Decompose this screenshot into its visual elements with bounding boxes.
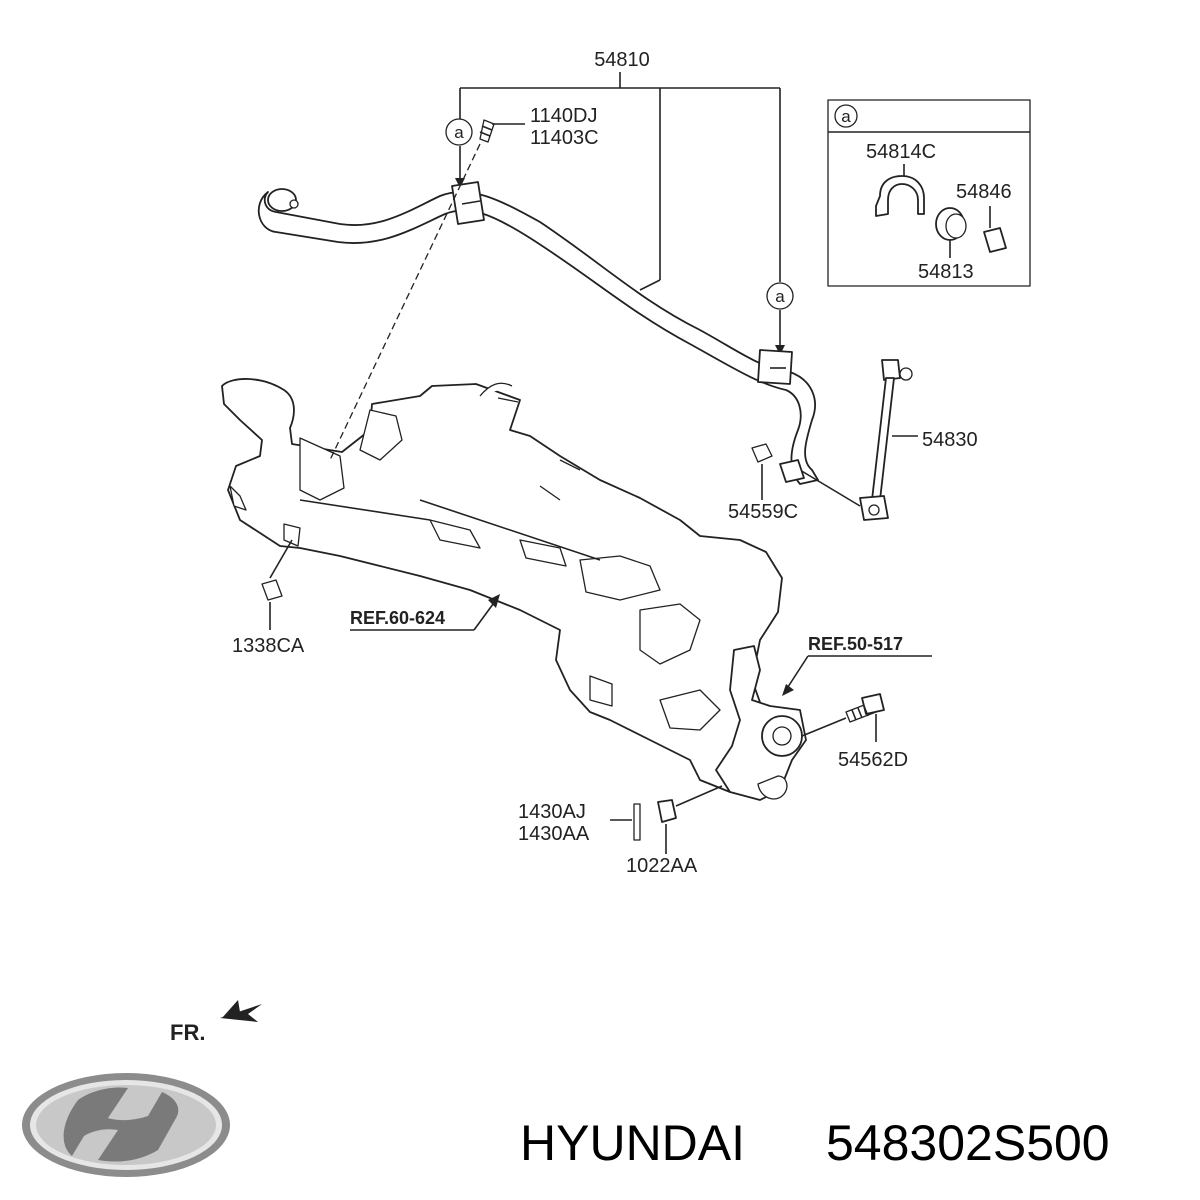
subframe bbox=[221, 378, 783, 793]
nut-icon bbox=[751, 443, 805, 500]
hyundai-logo-icon bbox=[22, 1073, 230, 1177]
part-number: 548302S500 bbox=[826, 1115, 1110, 1171]
label-bushing-small: 54846 bbox=[956, 181, 1012, 203]
stabilizer-bar bbox=[257, 181, 819, 485]
label-ref-subframe: REF.60-624 bbox=[350, 608, 445, 628]
label-bushing-clamp: 54814C bbox=[866, 141, 936, 163]
svg-text:a: a bbox=[454, 123, 464, 142]
stabilizer-link bbox=[799, 359, 918, 521]
brand-name: HYUNDAI bbox=[520, 1115, 745, 1171]
label-nut-ball: 1022AA bbox=[626, 855, 698, 877]
label-pin-b: 1430AA bbox=[518, 823, 590, 845]
cotter-pin-icon bbox=[610, 803, 641, 841]
label-nut-subframe: 1338CA bbox=[232, 635, 305, 657]
label-nut-link: 54559C bbox=[728, 501, 798, 523]
nut-icon bbox=[261, 539, 293, 630]
front-direction-label: FR. bbox=[170, 1020, 205, 1045]
castle-nut-icon bbox=[657, 785, 723, 854]
assembly-bracket bbox=[455, 72, 785, 355]
detail-box: a bbox=[827, 99, 1031, 287]
detail-marker-right: a bbox=[766, 282, 794, 310]
label-ref-knuckle: REF.50-517 bbox=[808, 634, 903, 654]
label-bolt-b: 11403C bbox=[530, 127, 599, 149]
label-main-assembly: 54810 bbox=[594, 49, 650, 71]
label-bushing: 54813 bbox=[918, 261, 974, 283]
label-bolt-a: 1140DJ bbox=[530, 105, 597, 127]
bolt-icon bbox=[479, 119, 525, 143]
steering-knuckle bbox=[715, 645, 807, 801]
label-pin-a: 1430AJ bbox=[518, 801, 586, 823]
front-direction-arrow-icon bbox=[220, 1000, 262, 1022]
bolt-icon bbox=[801, 693, 885, 742]
detail-box-marker: a bbox=[841, 107, 851, 126]
ref-subframe-arrow bbox=[350, 594, 500, 631]
ref-knuckle-arrow bbox=[782, 655, 932, 696]
label-link: 54830 bbox=[922, 429, 978, 451]
detail-marker-top: a bbox=[445, 118, 473, 146]
svg-text:a: a bbox=[775, 287, 785, 306]
label-bolt-arm: 54562D bbox=[838, 749, 908, 771]
